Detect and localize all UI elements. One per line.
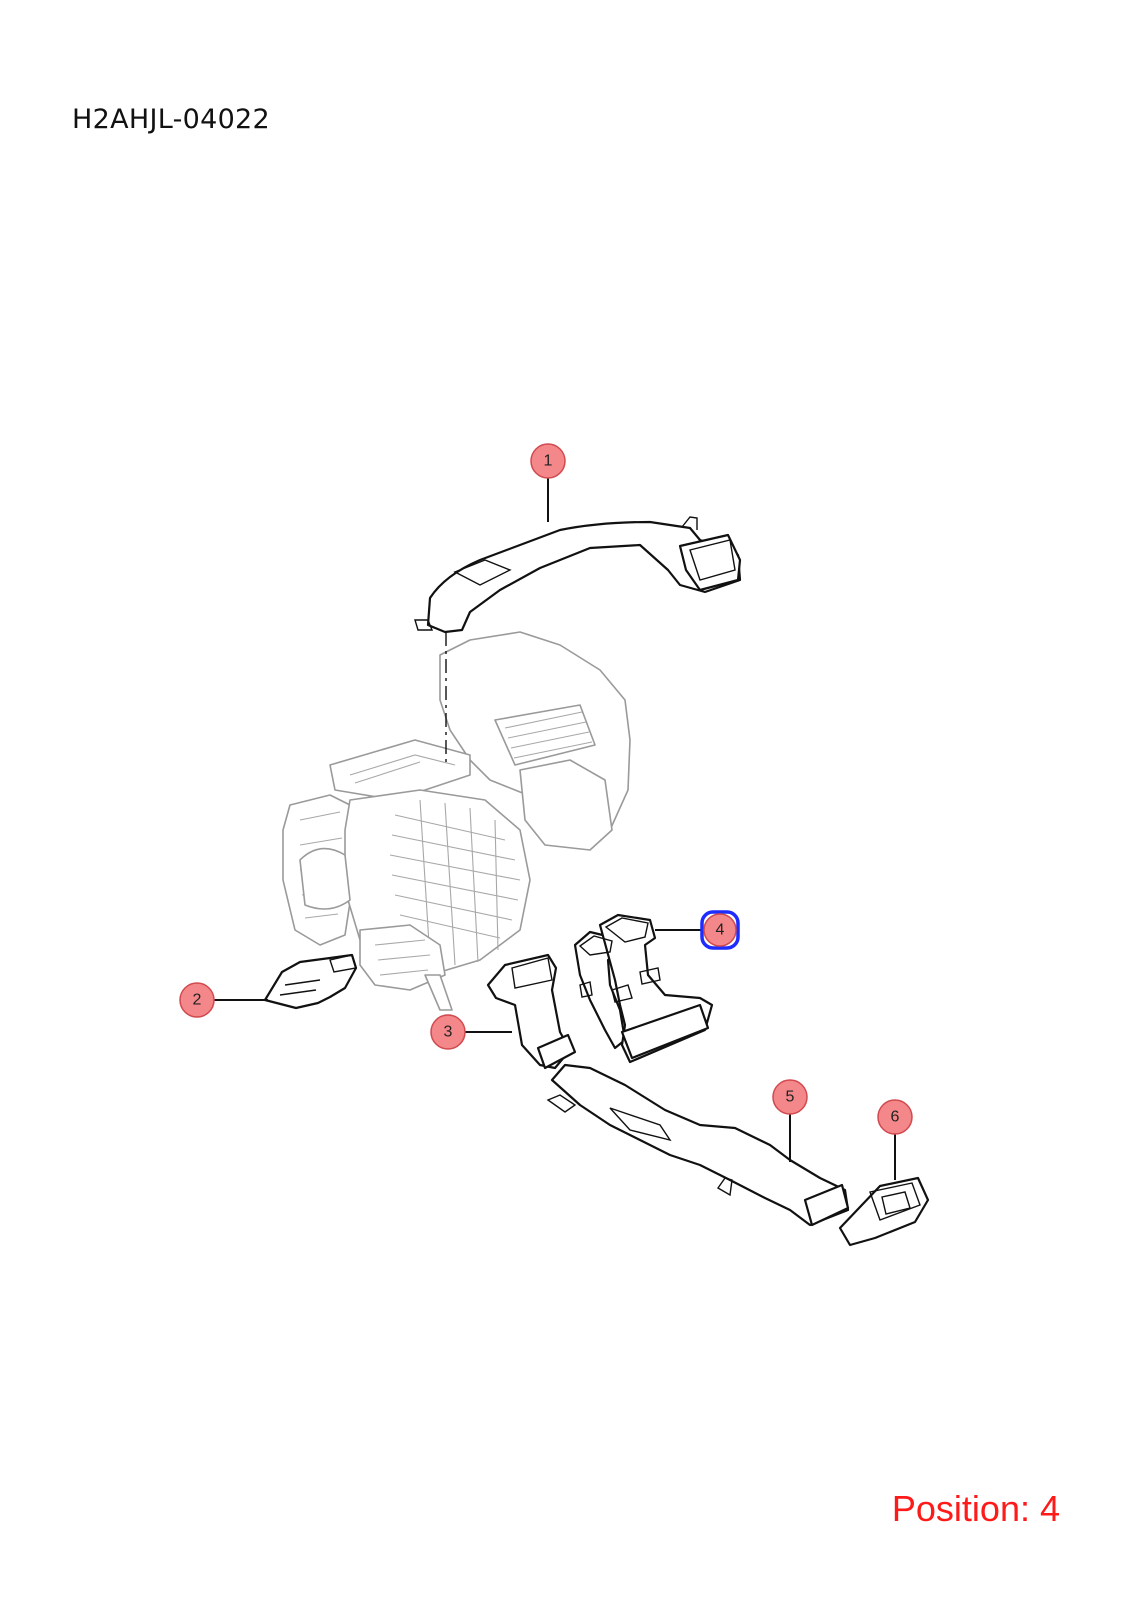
callout-4-label: 4	[716, 922, 725, 939]
position-label: Position: 4	[891, 1488, 1060, 1529]
part-6-grille-drawing	[838, 1176, 930, 1247]
selected-highlight	[700, 910, 740, 950]
leader-lines	[214, 478, 896, 1180]
callout-5[interactable]: 5	[772, 1079, 808, 1115]
part-4-outlet-drawing	[573, 913, 714, 1064]
callout-6-label: 6	[891, 1109, 900, 1126]
callout-5-label: 5	[786, 1089, 795, 1106]
callout-3-label: 3	[444, 1024, 453, 1041]
part-2-adapter-drawing	[263, 953, 358, 1010]
part-3-duct-drawing	[486, 953, 577, 1070]
hvac-unit-drawing	[282, 631, 631, 1011]
part-5-duct-drawing	[546, 1063, 850, 1227]
callout-2-label: 2	[193, 992, 202, 1009]
callout-3[interactable]: 3	[430, 1014, 466, 1050]
part-1-duct-drawing	[414, 516, 742, 634]
callout-2[interactable]: 2	[179, 982, 215, 1018]
callout-6[interactable]: 6	[877, 1099, 913, 1135]
callout-4[interactable]: 4	[700, 910, 740, 950]
diagram-code: H2AHJL-04022	[72, 104, 271, 135]
callout-1[interactable]: 1	[530, 443, 566, 479]
callout-1-label: 1	[544, 453, 553, 470]
